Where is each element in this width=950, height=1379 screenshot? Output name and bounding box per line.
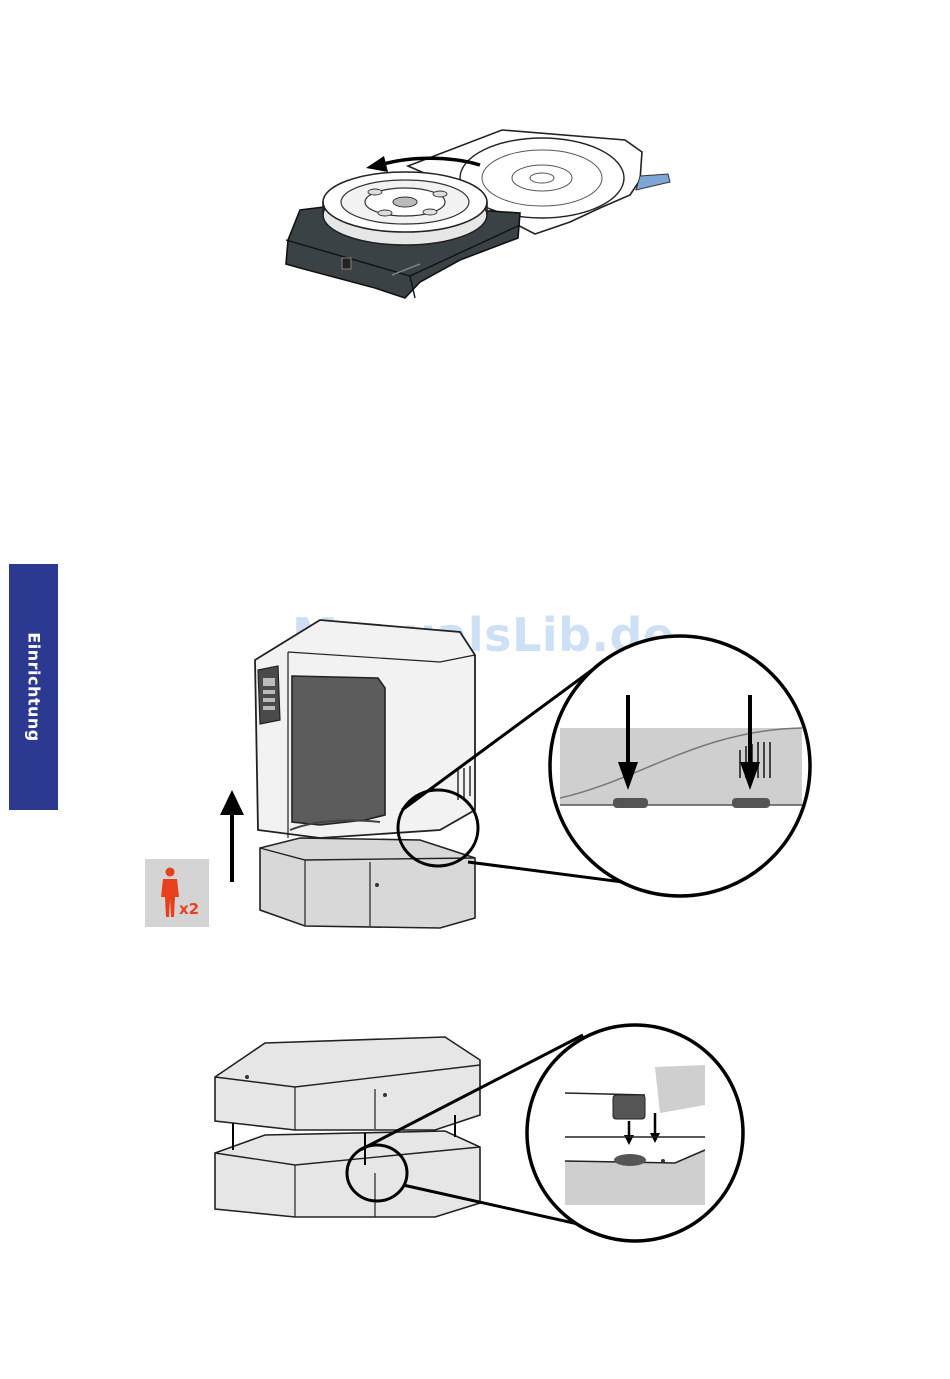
person-count: x2 [179,900,199,918]
section-tab-label: Einrichtung [24,632,43,741]
printer-lift-illustration [140,610,820,940]
spool-rotate-illustration [280,110,680,310]
two-person-badge: x2 [145,859,209,927]
stacked-bases-illustration [205,1025,750,1240]
person-icon [159,867,181,919]
section-tab: Einrichtung [9,564,58,810]
